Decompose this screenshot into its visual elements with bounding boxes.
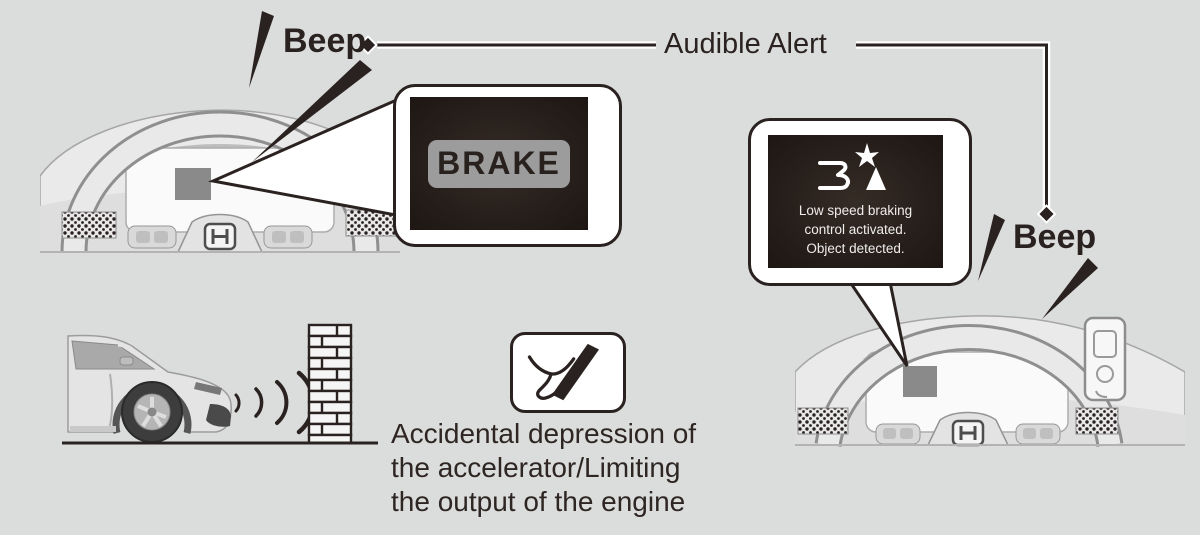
speaker-grille-icon xyxy=(61,211,117,239)
caption-line1: Accidental depression of xyxy=(391,418,697,449)
honda-logo-right xyxy=(951,419,985,447)
caption-text: Accidental depression of the accelerator… xyxy=(391,417,696,519)
speaker-grille-icon xyxy=(345,209,397,237)
speaker-grille-icon xyxy=(1075,407,1119,435)
brick-wall xyxy=(307,323,353,445)
car-illustration xyxy=(67,334,232,443)
beep-label-right: Beep xyxy=(1013,218,1097,256)
sound-beep-wedge-icon xyxy=(249,11,274,88)
brake-display: BRAKE xyxy=(410,97,588,230)
approach-scene xyxy=(62,323,378,445)
brake-indicator-label: BRAKE xyxy=(437,145,561,181)
accelerator-pedal-icon xyxy=(510,332,626,413)
display-message-line2: control activated. xyxy=(804,222,907,237)
audible-alert-label: Audible Alert xyxy=(664,28,827,60)
brake-callout-bubble: BRAKE xyxy=(393,84,622,247)
caption-line2: the accelerator/Limiting xyxy=(391,452,681,483)
display-message-line3: Object detected. xyxy=(806,241,905,256)
collision-display: Low speed braking control activated. Obj… xyxy=(768,135,943,268)
collision-message-bubble: Low speed braking control activated. Obj… xyxy=(748,118,972,286)
brake-indicator-badge: BRAKE xyxy=(428,139,570,188)
caption-line3: the output of the engine xyxy=(391,486,686,517)
steering-wheel-right-illustration xyxy=(795,315,1185,447)
sound-beep-wedge-icon xyxy=(978,214,1005,281)
cluster-display-marker-left xyxy=(175,168,211,200)
honda-logo-left xyxy=(203,222,237,251)
collision-alert-icon xyxy=(818,143,886,190)
sonar-waves-icon xyxy=(234,370,316,435)
display-message-line1: Low speed braking xyxy=(798,203,913,218)
beep-label-left: Beep xyxy=(283,22,367,60)
steering-wheel-left-illustration xyxy=(40,109,400,253)
center-screen-illustration xyxy=(1083,316,1127,402)
cluster-display-marker-right xyxy=(903,366,937,397)
speaker-grille-icon xyxy=(797,407,849,435)
